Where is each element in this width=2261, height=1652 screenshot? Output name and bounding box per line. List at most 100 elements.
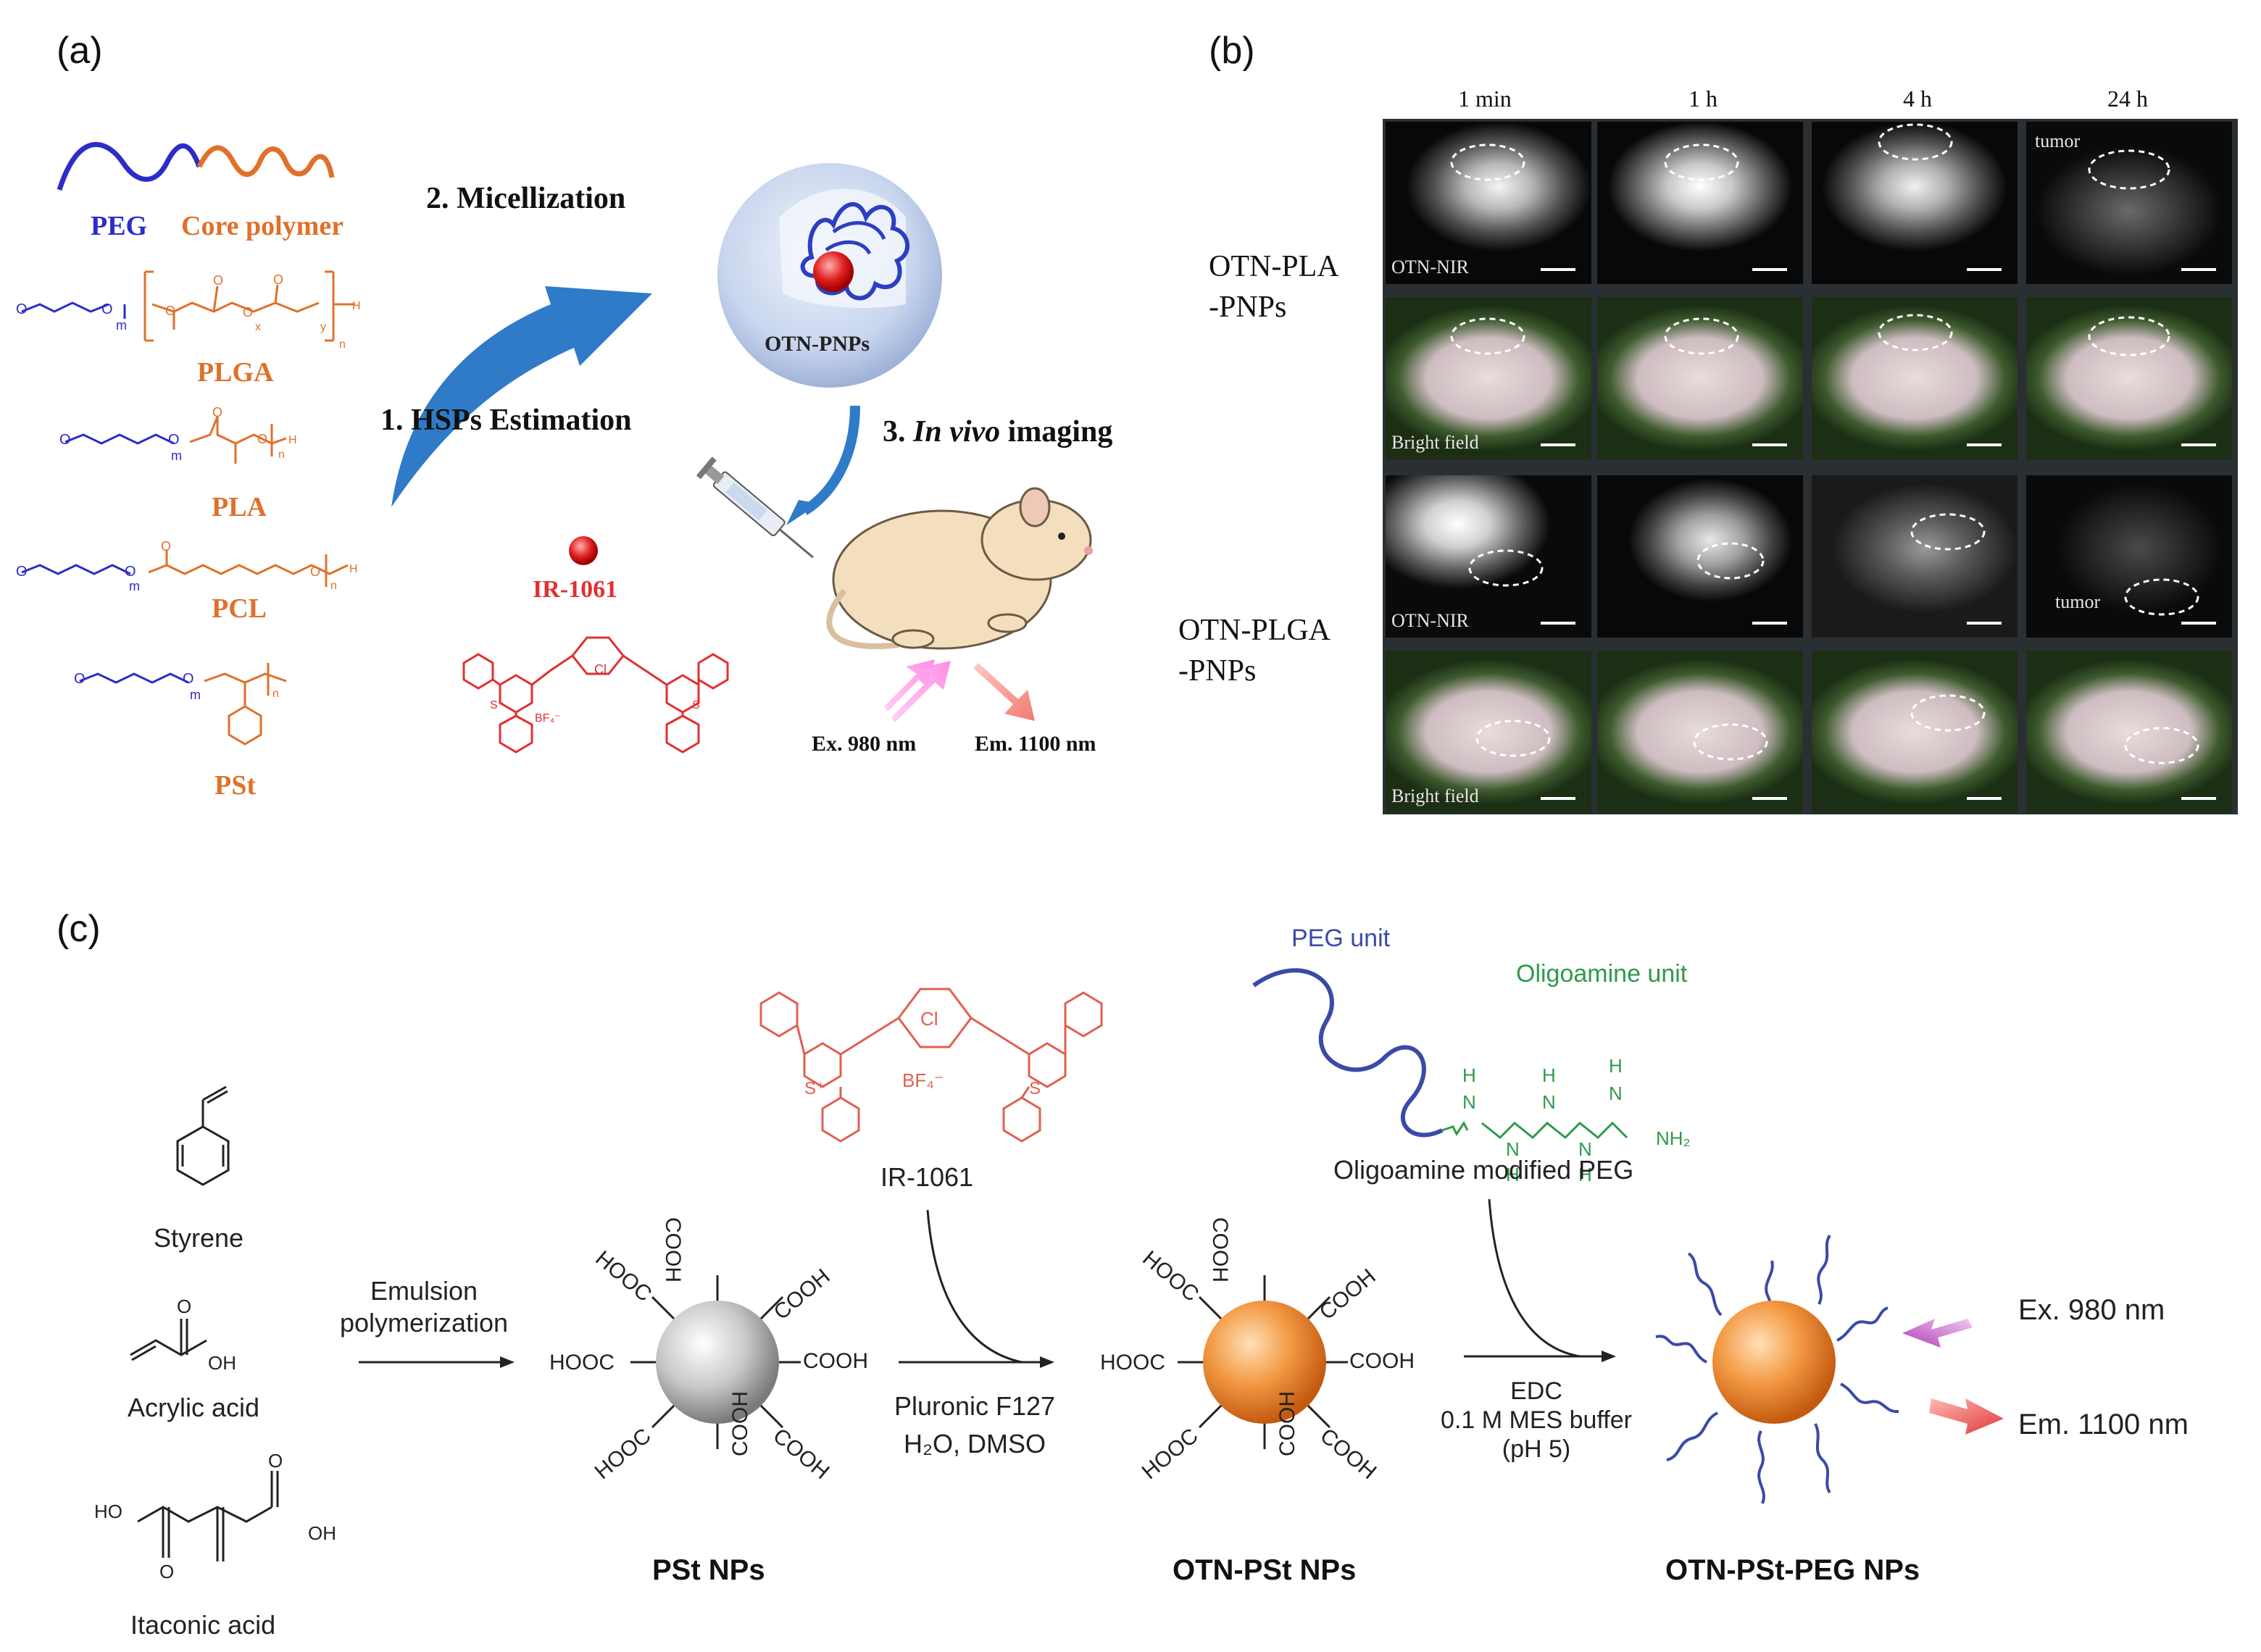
svg-text:m: m [171,449,182,463]
svg-text:n: n [272,688,279,700]
otn-pst-peg-np-sphere [1712,1301,1836,1424]
svg-text:H: H [1542,1064,1556,1086]
timepoint-24h: 24 h [2107,85,2148,112]
tumor-markers [1450,123,2199,764]
step-edc-line2: 0.1 M MES buffer [1441,1406,1632,1434]
step-micellization: 2. Micellization [426,182,626,215]
svg-text:O: O [273,272,283,287]
acrylic-acid-structure [130,1319,207,1361]
tumor-label: tumor [2035,130,2081,151]
scale-bar [1541,622,1575,625]
np-label-otn-pst: OTN-PSt NPs [1173,1554,1357,1586]
panel-c-graphics: O OH HO O O OH [94,968,2004,1582]
injection-arrow [801,405,860,515]
step-pluronic-line2: H₂O, DMSO [904,1429,1046,1459]
peg-unit-label: PEG unit [1291,925,1391,952]
step-edc-line1: EDC [1510,1377,1562,1405]
step-edc-line3: (pH 5) [1502,1435,1571,1463]
plga-bright-1min: Bright field [1386,651,1591,813]
step-edc: EDC 0.1 M MES buffer (pH 5) [1413,1377,1660,1464]
svg-text:O: O [16,301,28,317]
excitation-label-c: Ex. 980 nm [2018,1294,2165,1326]
svg-text:n: n [330,580,337,592]
scale-bar [1967,268,2002,271]
pcl-structure [21,551,349,587]
svg-text:O: O [16,564,28,580]
pla-nir-24h: tumor [2026,122,2232,284]
svg-text:O: O [257,432,267,446]
svg-text:O: O [183,671,194,687]
svg-text:O: O [161,539,171,554]
scale-bar [1541,443,1575,446]
bright-label: Bright field [1391,432,1479,453]
plga-bright-1h [1597,651,1803,813]
pla-nir-1h [1597,122,1803,284]
plga-nir-1min: OTN-NIR [1386,475,1591,638]
group-otn-plga: OTN-PLGA -PNPs [1178,610,1331,691]
emission-arrow-c [1929,1398,2004,1435]
itaconic-acid-structure [137,1471,279,1561]
svg-text:O: O [159,1561,174,1582]
ir1061-label-a: IR-1061 [533,576,618,603]
svg-text:m: m [116,318,127,333]
polymer-label-pst: PSt [215,770,256,801]
plga-nir-4h [1812,475,2018,638]
scale-bar [1752,268,1787,271]
svg-text:OH: OH [308,1522,336,1544]
pla-bright-24h [2026,297,2232,459]
plga-bright-4h [1812,651,2018,813]
scale-bar [2181,268,2216,271]
emission-arrow [973,663,1035,721]
pla-bright-1h [1597,297,1803,459]
svg-text:O: O [310,564,320,579]
scale-bar [2181,443,2216,446]
scale-bar [1967,622,2002,625]
svg-text:O: O [268,1450,283,1472]
pla-structure [64,416,287,464]
svg-text:N: N [1578,1138,1592,1160]
plga-bright-24h [2026,651,2232,813]
svg-text:S⁺: S⁺ [804,1079,825,1098]
excitation-arrow-c [1902,1319,1973,1348]
np-label-otn-pst-peg: OTN-PSt-PEG NPs [1665,1554,1920,1586]
bright-label: Bright field [1391,785,1479,806]
scale-bar [1967,797,2002,800]
monomer-styrene: Styrene [154,1223,244,1253]
dye-core [813,251,854,292]
scale-bar [1541,797,1575,800]
svg-text:H: H [1506,1164,1520,1185]
svg-text:Cl: Cl [920,1008,938,1030]
svg-text:N: N [1542,1091,1556,1113]
svg-text:O: O [125,564,136,580]
cooh-otn-bottom: COOH [1275,1391,1299,1456]
svg-text:H: H [1578,1164,1592,1185]
svg-text:O: O [213,273,223,288]
cooh-otn-top: COOH [1208,1217,1232,1282]
timepoint-1h: 1 h [1689,85,1717,112]
svg-text:NH₂: NH₂ [1656,1127,1691,1149]
group-otn-plga-line2: -PNPs [1178,654,1257,688]
svg-text:N: N [1462,1091,1476,1113]
pla-bright-4h [1812,297,2018,459]
ir1061-structure-c [759,988,1103,1143]
svg-text:O: O [212,405,222,420]
syringe-icon [696,456,814,559]
excitation-label-a: Ex. 980 nm [812,732,917,756]
svg-text:OH: OH [208,1352,236,1374]
emission-label-c: Em. 1100 nm [2018,1409,2189,1440]
svg-text:O: O [74,671,86,687]
scale-bar [1752,443,1787,446]
step-emulsion-line1: Emulsion [370,1276,478,1306]
pla-bright-1min: Bright field [1386,297,1591,459]
group-otn-pla-line2: -PNPs [1209,291,1287,324]
group-otn-plga-line1: OTN-PLGA [1178,614,1331,647]
svg-text:H: H [1609,1055,1623,1077]
monomer-acrylic-acid: Acrylic acid [128,1393,260,1422]
oligoamine-unit-label: Oligoamine unit [1516,960,1688,988]
peg-unit-wave [1252,968,1444,1138]
step-emulsion-polymerization: Emulsion polymerization [330,1275,518,1339]
scale-bar [2181,622,2216,625]
ir1061-dot [569,536,598,565]
polymer-label-pcl: PCL [212,593,267,624]
cooh-pst-bottom: COOH [728,1391,752,1456]
